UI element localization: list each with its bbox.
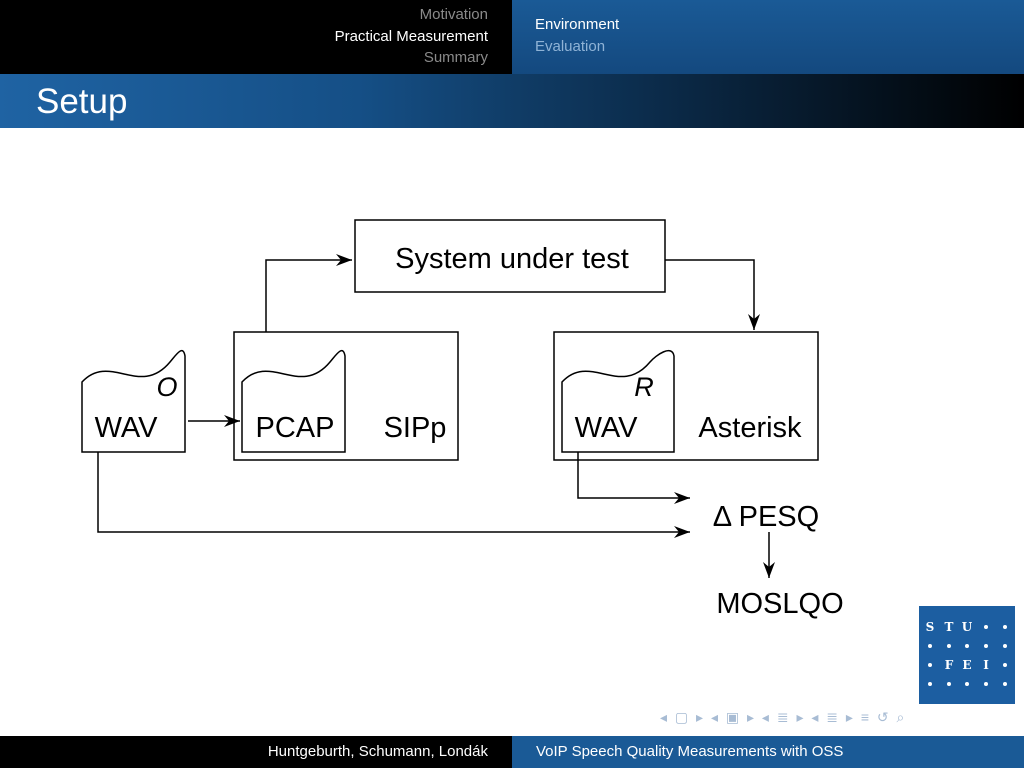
subsection-nav: Environment Evaluation: [512, 0, 1024, 74]
frame-title: Setup: [36, 82, 128, 121]
logo-letter-e: E: [962, 658, 971, 672]
footer-talk-title: VoIP Speech Quality Measurements with OS…: [536, 743, 844, 760]
section-nav: Motivation Practical Measurement Summary: [0, 0, 512, 74]
system-under-test-node: System under test: [354, 219, 666, 293]
asterisk-label: Asterisk: [698, 412, 802, 444]
logo-letter-t: T: [945, 620, 954, 634]
pcap-file-label: PCAP: [256, 412, 335, 444]
asterisk-node: WAV R Asterisk: [553, 331, 819, 461]
pcap-file-shape: [241, 350, 346, 453]
section-list: Motivation Practical Measurement Summary: [335, 4, 488, 69]
beamer-nav-align-icon[interactable]: ≡: [860, 709, 871, 725]
logo-letter-f: F: [945, 658, 954, 672]
arrow-original-to-pesq: [97, 452, 690, 538]
moslqo-label: MOSLQO: [716, 588, 843, 620]
arrow-sut-to-asterisk: [665, 259, 760, 330]
top-navigation-bar: Motivation Practical Measurement Summary…: [0, 0, 1024, 74]
beamer-navigation-symbols: ◂ ▢ ▸ ◂ ▣ ▸ ◂ ≣ ▸ ◂ ≣ ▸ ≡ ↺ ⌕: [660, 709, 906, 726]
sipp-label: SIPp: [384, 412, 447, 444]
received-wav-label: WAV: [575, 412, 638, 444]
beamer-nav-subsection-icon[interactable]: ◂ ▣ ▸: [710, 709, 757, 725]
received-wav-file-shape: [561, 350, 675, 453]
received-wav-tag: R: [634, 372, 654, 402]
original-wav-tag: O: [156, 372, 177, 402]
subsection-list: Environment Evaluation: [535, 14, 619, 58]
stu-fei-logo: S T U F E I: [919, 606, 1015, 704]
section-item-practical-measurement[interactable]: Practical Measurement: [334, 27, 488, 45]
pesq-label: Δ PESQ: [713, 501, 819, 533]
logo-letter-i: I: [983, 658, 989, 672]
beamer-nav-frame-icon[interactable]: ◂ ▢ ▸: [660, 709, 706, 725]
original-wav-label: WAV: [95, 412, 158, 444]
arrow-received-to-pesq: [577, 452, 690, 504]
footer-bar: Huntgeburth, Schumann, Londák VoIP Speec…: [0, 736, 1024, 768]
subsection-item-environment[interactable]: Environment: [535, 16, 620, 33]
logo-mark: S T U F E I: [926, 620, 1007, 686]
logo-letter-s: S: [926, 620, 935, 634]
arrow-sipp-to-sut: [265, 254, 352, 332]
footer-authors: Huntgeburth, Schumann, Londák: [267, 743, 488, 760]
beamer-nav-section-icon[interactable]: ◂ ≣ ▸ ◂ ≣ ▸: [761, 709, 855, 725]
section-item-summary[interactable]: Summary: [423, 49, 488, 66]
system-under-test-label: System under test: [395, 243, 629, 275]
section-item-motivation[interactable]: Motivation: [419, 6, 488, 23]
beamer-nav-search-icon[interactable]: ↺ ⌕: [876, 709, 907, 725]
original-wav-file-shape: [81, 350, 186, 453]
subsection-item-evaluation[interactable]: Evaluation: [535, 38, 606, 55]
frame-title-bar: Setup: [0, 74, 1024, 128]
original-wav-node: WAV O: [81, 350, 186, 453]
logo-letter-u: U: [962, 620, 973, 634]
sipp-node: PCAP SIPp: [233, 331, 459, 461]
